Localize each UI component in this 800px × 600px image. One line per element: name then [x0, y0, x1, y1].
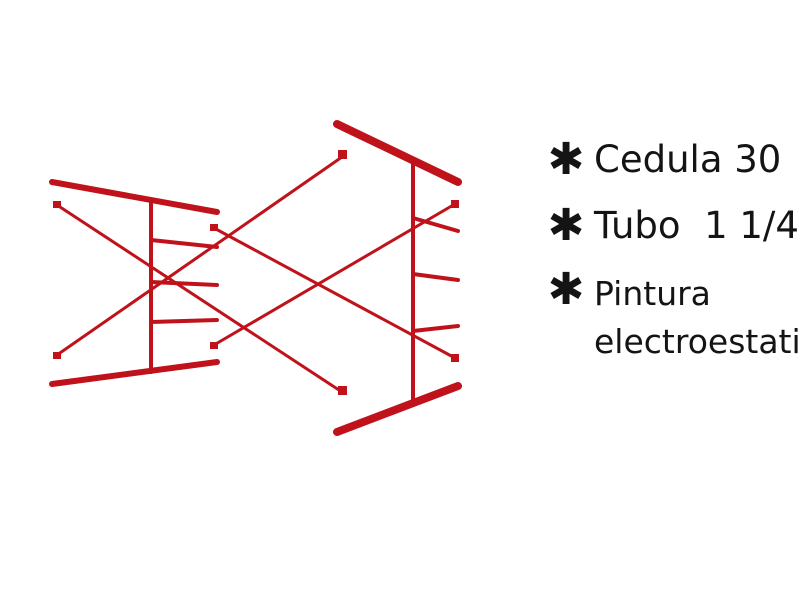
spec-text: Tubo 1 1/4 — [594, 204, 799, 247]
spec-item-pintura: ✱ Pintura electroestatica — [544, 264, 800, 366]
spec-text: Cedula 30 — [594, 138, 782, 181]
right-scaffold-frame — [333, 76, 462, 516]
front-cross-brace — [55, 203, 344, 394]
right-frame-rung — [411, 216, 460, 233]
asterisk-icon: ✱ — [547, 134, 585, 185]
left-scaffold-frame — [49, 152, 220, 438]
spec-item-cedula: ✱ Cedula 30 — [544, 138, 800, 182]
left-frame-top-rail — [49, 179, 220, 215]
right-frame-bottom-rail — [333, 382, 462, 436]
left-frame-rung — [149, 238, 219, 249]
rear-cross-brace — [212, 202, 457, 347]
asterisk-icon: ✱ — [547, 200, 585, 251]
right-frame-rung — [411, 324, 460, 333]
cross-braces — [55, 155, 457, 394]
right-frame-top-rail — [333, 120, 462, 186]
right-frame-pin — [338, 386, 347, 395]
spec-text-line2: electroestatica — [594, 322, 800, 361]
left-frame-rung — [149, 318, 219, 324]
asterisk-icon: ✱ — [547, 264, 585, 315]
right-frame-rung — [411, 272, 460, 282]
spec-item-tubo: ✱ Tubo 1 1/4 — [544, 204, 800, 248]
left-frame-bottom-rail — [49, 359, 220, 387]
spec-text-line1: Pintura — [594, 274, 711, 313]
front-cross-brace — [55, 155, 344, 357]
rear-cross-brace — [212, 226, 457, 360]
spec-list: ✱ Cedula 30 ✱ Tubo 1 1/4 ✱ Pintura elect… — [544, 138, 800, 366]
right-frame-pin — [338, 150, 347, 159]
